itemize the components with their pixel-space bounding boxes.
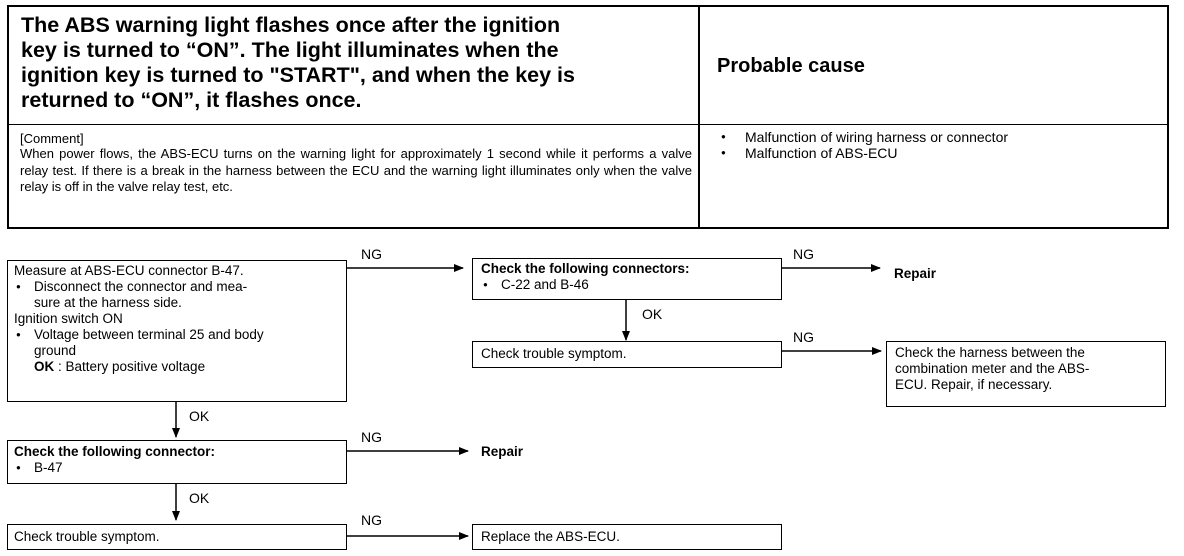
ok-criteria: OK : Battery positive voltage <box>14 359 340 375</box>
ok-label: OK <box>189 408 210 424</box>
table-column-divider <box>698 7 700 227</box>
voltage-bullet-cont: ground <box>34 343 77 358</box>
symptom-heading: The ABS warning light flashes once after… <box>21 13 575 112</box>
ok-label: OK <box>642 306 663 322</box>
ok-label: OK <box>189 490 210 506</box>
measure-title: Measure at ABS-ECU connector B-47. <box>14 263 244 278</box>
cause-item: Malfunction of ABS-ECU <box>721 145 1008 161</box>
measure-bullet: Disconnect the connector and mea- <box>14 279 340 295</box>
measure-bullet-cont: sure at the harness side. <box>34 295 182 310</box>
measure-connector-box: Measure at ABS-ECU connector B-47. Disco… <box>7 260 347 402</box>
check-trouble-symptom-text: Check trouble symptom. <box>14 529 160 544</box>
connector-item: C-22 and B-46 <box>481 277 773 293</box>
replace-ecu-box: Replace the ABS-ECU. <box>472 524 782 550</box>
ok-criteria-label: OK <box>34 359 55 374</box>
table-row-divider <box>9 124 1167 125</box>
check-harness-line: combination meter and the ABS- <box>895 361 1090 376</box>
ng-label: NG <box>361 246 382 262</box>
repair-outcome: Repair <box>894 266 937 281</box>
repair-outcome: Repair <box>481 444 524 459</box>
check-trouble-symptom-box-2: Check trouble symptom. <box>7 524 347 550</box>
ng-label: NG <box>361 512 382 528</box>
ok-criteria-text: : Battery positive voltage <box>54 359 206 374</box>
probable-cause-heading: Probable cause <box>717 55 865 77</box>
check-trouble-symptom-text: Check trouble symptom. <box>481 346 627 361</box>
check-connector-title: Check the following connector: <box>14 444 216 459</box>
comment-text: When power flows, the ABS-ECU turns on t… <box>20 146 692 194</box>
check-harness-line: ECU. Repair, if necessary. <box>895 377 1053 392</box>
check-trouble-symptom-box: Check trouble symptom. <box>472 341 782 368</box>
probable-cause-list: Malfunction of wiring harness or connect… <box>721 129 1008 161</box>
comment-label: [Comment] <box>20 131 84 146</box>
check-connector-b47-box: Check the following connector: B-47 <box>7 440 347 484</box>
ng-label: NG <box>793 329 814 345</box>
check-harness-box: Check the harness between the combinatio… <box>886 341 1166 407</box>
cause-item: Malfunction of wiring harness or connect… <box>721 129 1008 145</box>
check-connectors-title: Check the following connectors: <box>481 261 690 276</box>
ng-label: NG <box>361 429 382 445</box>
connector-item: B-47 <box>14 460 340 476</box>
check-harness-line: Check the harness between the <box>895 345 1085 360</box>
check-connectors-box: Check the following connectors: C-22 and… <box>472 258 782 300</box>
ignition-switch-text: Ignition switch ON <box>14 311 123 326</box>
symptom-table: The ABS warning light flashes once after… <box>7 5 1169 229</box>
replace-ecu-text: Replace the ABS-ECU. <box>481 529 620 544</box>
voltage-bullet: Voltage between terminal 25 and body <box>14 327 340 343</box>
ng-label: NG <box>793 246 814 262</box>
